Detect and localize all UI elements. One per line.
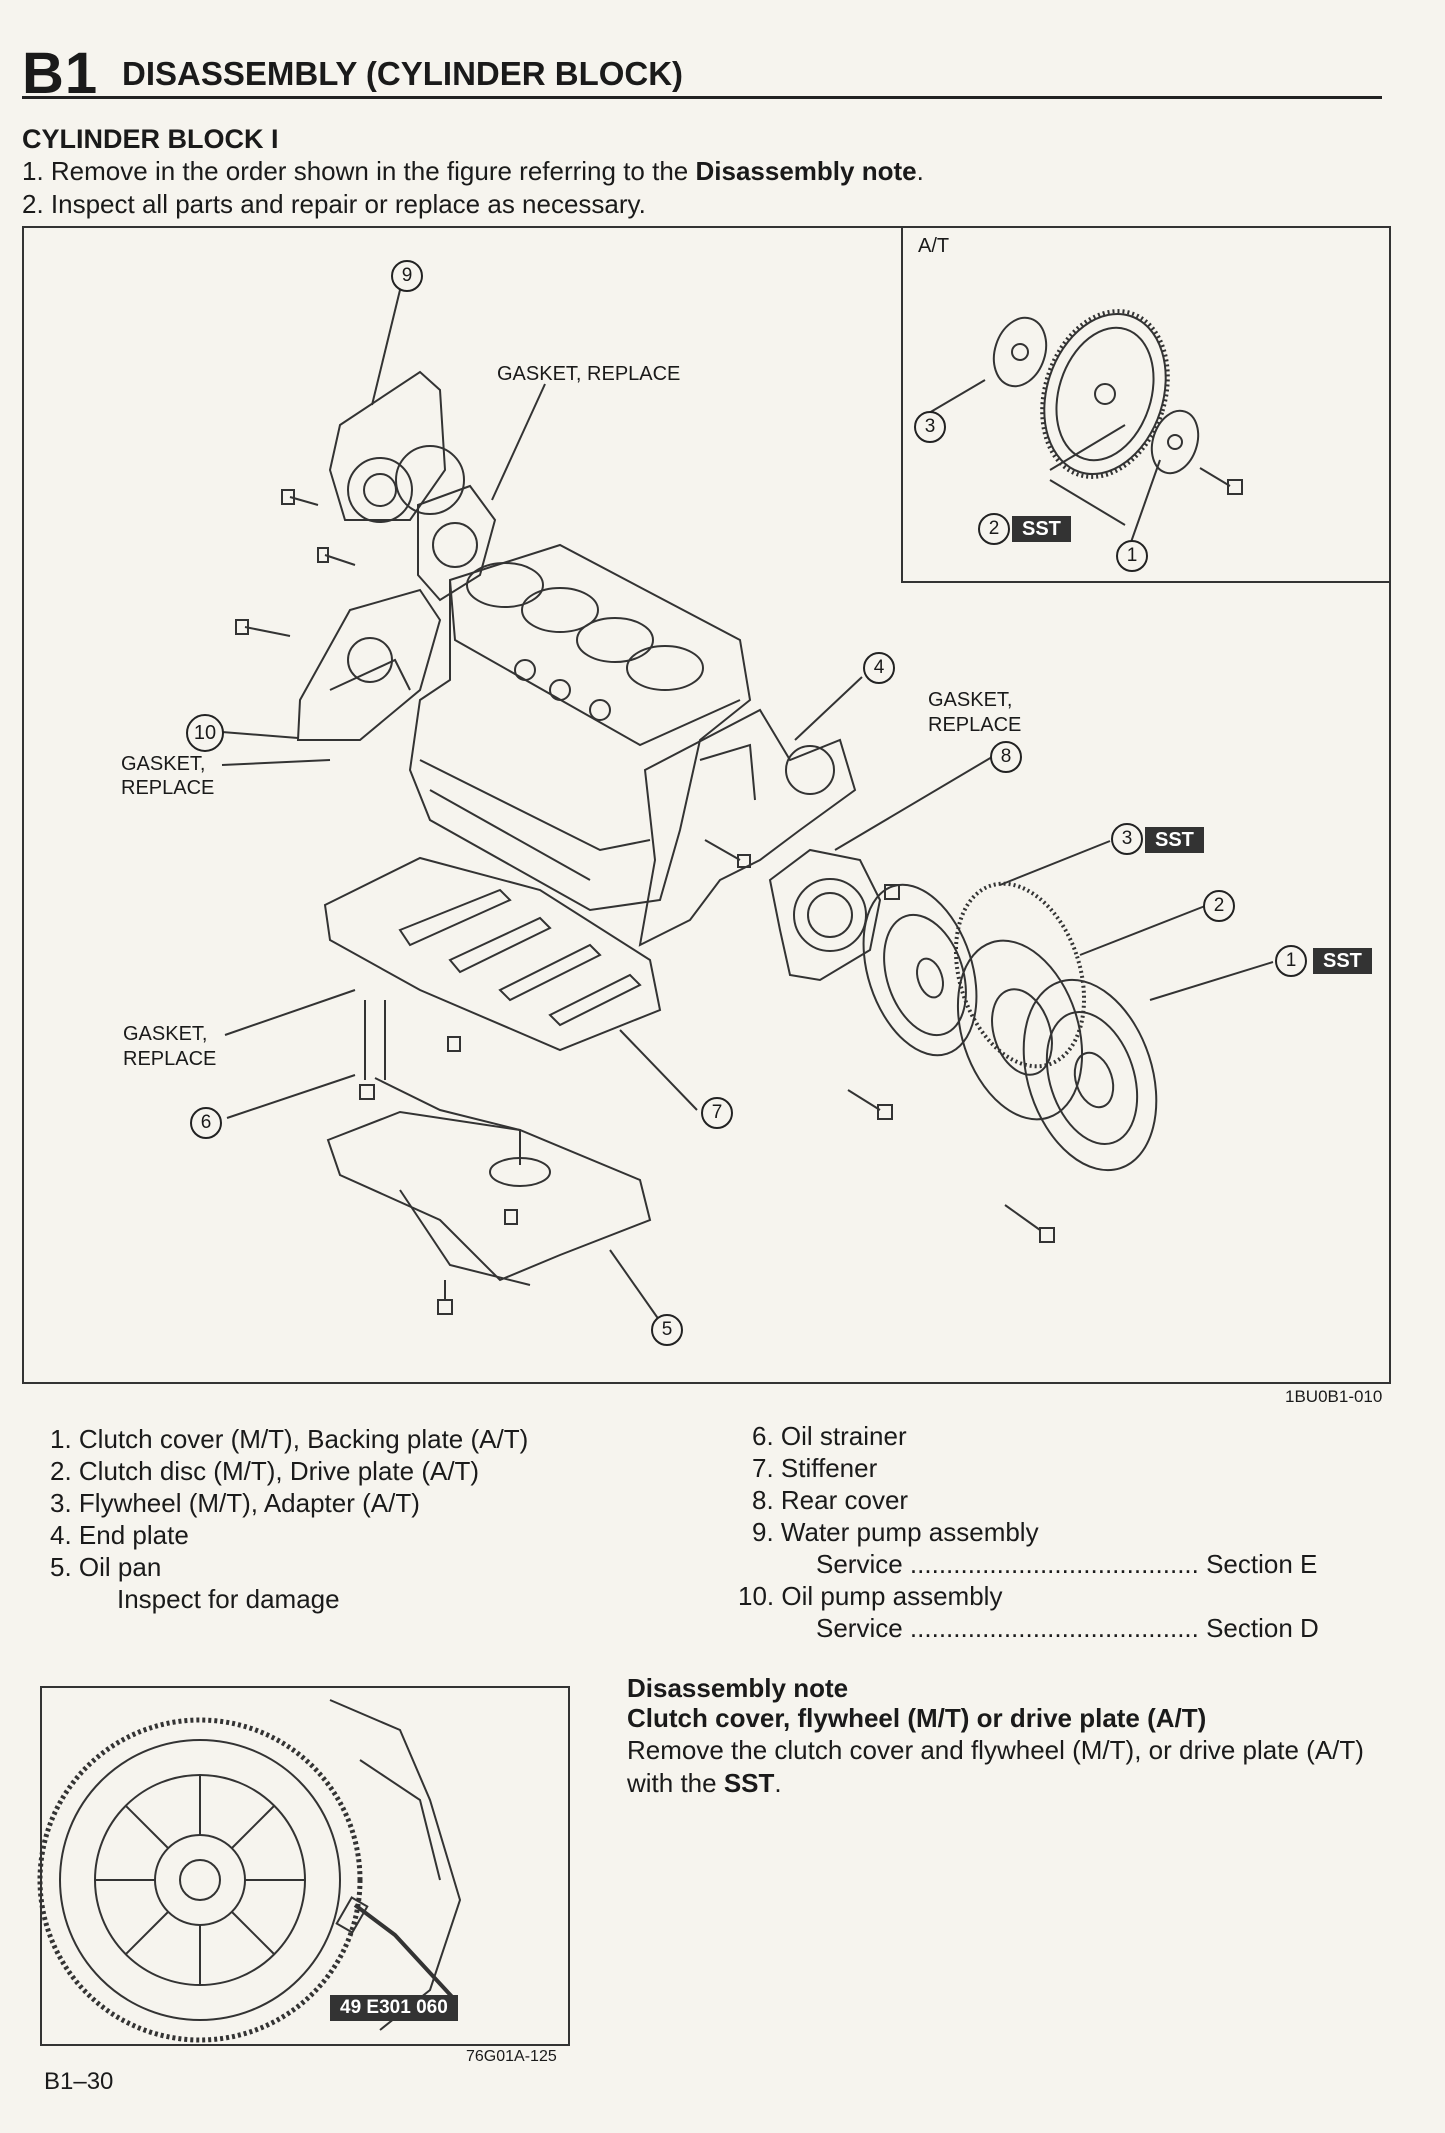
- legend-item-4: 4. End plate: [50, 1520, 189, 1550]
- legend-item-10-service: Service ................................…: [816, 1613, 1319, 1643]
- legend-item-5: 5. Oil pan: [50, 1552, 162, 1582]
- disassembly-note-body: Remove the clutch cover and flywheel (M/…: [627, 1734, 1397, 1800]
- step-1-end: .: [916, 156, 924, 186]
- disassembly-note-subtitle: Clutch cover, flywheel (M/T) or drive pl…: [627, 1703, 1207, 1733]
- inset-callout-2: 2: [978, 513, 1010, 545]
- gasket-replace-right-label-line2: REPLACE: [928, 714, 1022, 736]
- sst-badge-3: SST: [1145, 827, 1204, 853]
- legend-item-9-service: Service ................................…: [816, 1549, 1318, 1579]
- callout-7: 7: [701, 1097, 733, 1129]
- legend-item-5-note: Inspect for damage: [117, 1584, 340, 1614]
- legend-item-3: 3. Flywheel (M/T), Adapter (A/T): [50, 1488, 420, 1518]
- gasket-replace-left-label-line2: REPLACE: [121, 777, 215, 799]
- at-inset-frame: [901, 226, 1389, 583]
- sst-badge-1: SST: [1313, 948, 1372, 974]
- tool-number-badge: 49 E301 060: [330, 1995, 458, 2021]
- small-figure-code: 76G01A-125: [466, 2048, 557, 2065]
- gasket-replace-top-label: GASKET, REPLACE: [497, 363, 681, 385]
- page-number: B1–30: [44, 2068, 114, 2095]
- disassembly-note-body-bold: SST: [723, 1768, 775, 1798]
- main-figure-code: 1BU0B1-010: [1285, 1387, 1383, 1406]
- section-title: DISASSEMBLY (CYLINDER BLOCK): [122, 55, 684, 92]
- callout-1: 1: [1275, 945, 1307, 977]
- legend-item-2: 2. Clutch disc (M/T), Drive plate (A/T): [50, 1456, 480, 1486]
- callout-5: 5: [651, 1314, 683, 1346]
- callout-6: 6: [190, 1107, 222, 1139]
- disassembly-note-title: Disassembly note: [627, 1673, 849, 1703]
- legend-item-10: 10. Oil pump assembly: [738, 1581, 1003, 1611]
- disassembly-note-body-end: .: [774, 1768, 782, 1798]
- legend-item-9: 9. Water pump assembly: [752, 1517, 1039, 1547]
- section-code: B1: [22, 41, 99, 106]
- callout-4: 4: [863, 652, 895, 684]
- inset-callout-3: 3: [914, 411, 946, 443]
- legend-item-8: 8. Rear cover: [752, 1485, 909, 1515]
- gasket-replace-right-label-line1: GASKET,: [928, 689, 1013, 711]
- callout-9: 9: [391, 260, 423, 292]
- step-1-bold: Disassembly note: [695, 156, 917, 186]
- step-1: 1. Remove in the order shown in the figu…: [22, 156, 924, 187]
- header-rule: [22, 96, 1382, 99]
- at-inset-label: A/T: [918, 235, 950, 257]
- legend-item-7: 7. Stiffener: [752, 1453, 878, 1483]
- step-2: 2. Inspect all parts and repair or repla…: [22, 189, 646, 219]
- inset-callout-1: 1: [1116, 540, 1148, 572]
- disassembly-note-body-text: Remove the clutch cover and flywheel (M/…: [627, 1735, 1364, 1798]
- gasket-replace-bottom-label-line2: REPLACE: [123, 1048, 217, 1070]
- callout-3: 3: [1111, 823, 1143, 855]
- gasket-replace-left-label-line1: GASKET,: [121, 753, 206, 775]
- callout-8: 8: [990, 741, 1022, 773]
- callout-10: 10: [186, 714, 224, 752]
- gasket-replace-bottom-label-line1: GASKET,: [123, 1023, 208, 1045]
- main-figure-frame: [22, 226, 1391, 1384]
- callout-2: 2: [1203, 890, 1235, 922]
- inset-sst-badge: SST: [1012, 516, 1071, 542]
- legend-item-6: 6. Oil strainer: [752, 1421, 907, 1451]
- subheading: CYLINDER BLOCK I: [22, 124, 279, 154]
- step-1-text: 1. Remove in the order shown in the figu…: [22, 156, 696, 186]
- legend-item-1: 1. Clutch cover (M/T), Backing plate (A/…: [50, 1424, 529, 1454]
